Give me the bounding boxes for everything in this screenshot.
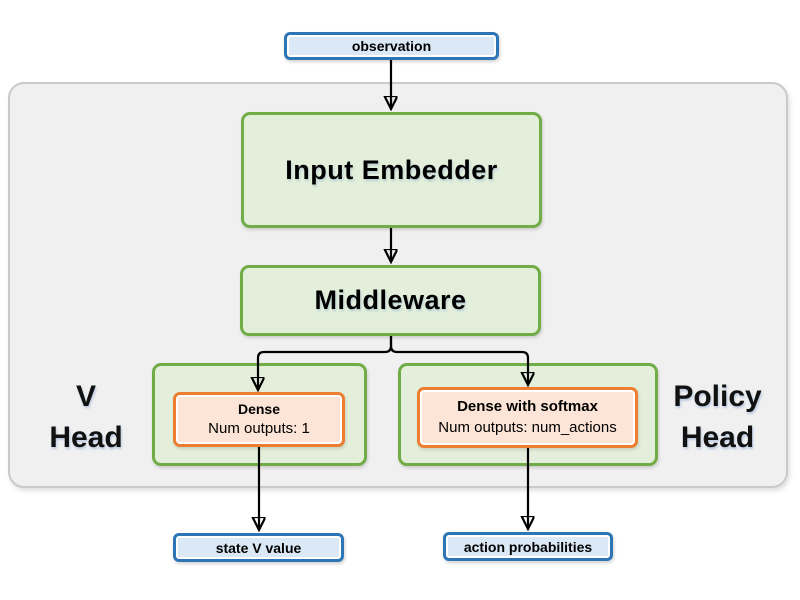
v-head-label: V Head: [25, 376, 147, 458]
node-middleware: Middleware: [240, 265, 541, 336]
observation-label: observation: [351, 38, 432, 54]
state-v-value-label: state V value: [215, 539, 302, 556]
v-head-label-line2: Head: [49, 421, 123, 454]
policy-dense-subtitle: Num outputs: num_actions: [438, 418, 617, 436]
policy-dense-title: Dense with softmax: [457, 398, 598, 416]
node-observation: observation: [284, 32, 499, 60]
policy-head-label-line1: Policy: [673, 380, 762, 413]
v-dense-subtitle: Num outputs: 1: [208, 419, 310, 437]
action-probabilities-label: action probabilities: [463, 538, 593, 555]
node-v-dense: Dense Num outputs: 1: [173, 392, 345, 447]
policy-head-label-line2: Head: [680, 421, 755, 454]
node-policy-dense: Dense with softmax Num outputs: num_acti…: [417, 387, 638, 448]
policy-head-label: Policy Head: [650, 376, 785, 458]
node-state-v-value: state V value: [173, 533, 344, 562]
node-input-embedder: Input Embedder: [241, 112, 542, 228]
node-action-probabilities: action probabilities: [443, 532, 613, 561]
input-embedder-label: Input Embedder: [285, 154, 498, 185]
middleware-label: Middleware: [314, 285, 467, 315]
v-dense-title: Dense: [237, 400, 281, 417]
v-head-label-line1: V: [75, 380, 96, 413]
